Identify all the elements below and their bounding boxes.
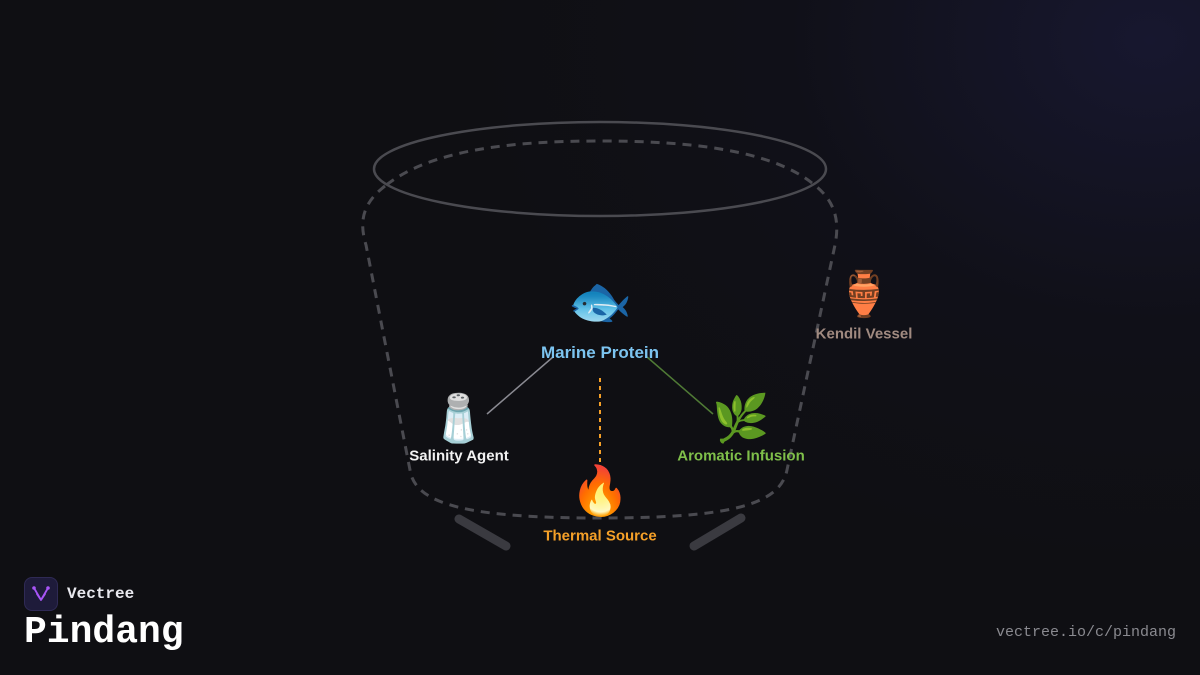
herb-icon: 🌿 [712, 392, 770, 444]
brand-block: Vectree [24, 577, 134, 611]
pot-leg-left [454, 514, 511, 551]
amphora-icon: 🏺 [836, 270, 892, 319]
fish-icon: 🐟 [567, 273, 633, 331]
node-label-marine-protein: Marine Protein [540, 343, 660, 362]
footer-url[interactable]: vectree.io/c/pindang [995, 624, 1176, 641]
pot-leg-right [689, 513, 746, 551]
node-label-salinity-agent: Salinity Agent [409, 447, 509, 465]
fire-icon: 🔥 [570, 465, 630, 518]
node-label-aromatic-infusion: Aromatic Infusion [677, 447, 805, 465]
edge-marine-to-salinity [486, 356, 554, 415]
brand-name: Vectree [67, 585, 135, 603]
page-title: Pindang [24, 611, 184, 654]
pot-rim [372, 120, 828, 218]
node-label-thermal-source: Thermal Source [543, 527, 657, 545]
salt-shaker-icon: 🧂 [430, 392, 488, 444]
pot-body-outline [361, 139, 839, 520]
node-label-kendil-vessel: Kendil Vessel [815, 325, 913, 343]
edge-marine-to-aromatic [646, 356, 714, 415]
vectree-logo-icon [24, 577, 58, 611]
